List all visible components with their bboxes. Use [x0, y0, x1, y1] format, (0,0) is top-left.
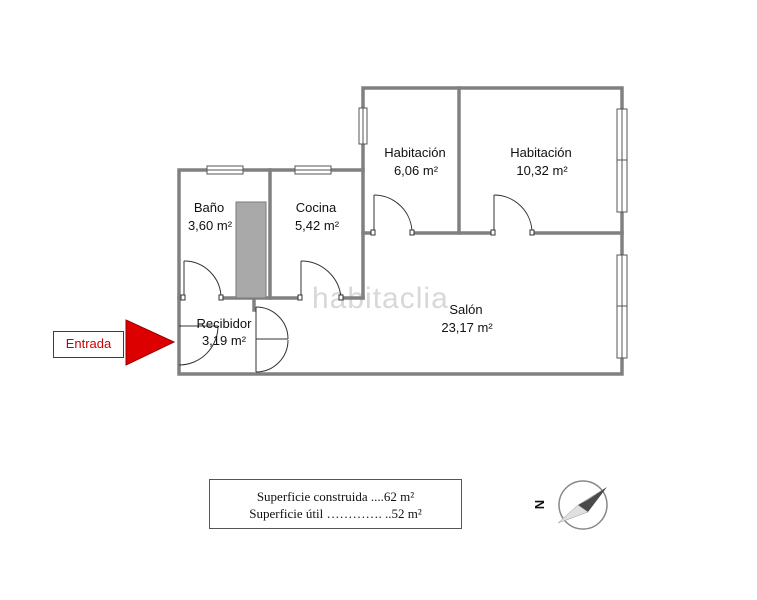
room-name-habitacion-2: Habitación: [510, 145, 571, 160]
room-area-salon: 23,17 m²: [441, 320, 493, 335]
built-surface: Superficie construida ....62 m²: [256, 489, 415, 504]
room-area-habitacion-2: 10,32 m²: [516, 163, 568, 178]
windows: [206, 107, 628, 359]
walls: [177, 86, 624, 376]
room-area-recibidor: 3,19 m²: [202, 333, 247, 348]
room-name-salon: Salón: [449, 302, 482, 317]
shaft: [235, 201, 267, 299]
room-name-recibidor: Recibidor: [197, 316, 253, 331]
compass-north-label: N: [532, 499, 548, 510]
room-area-cocina: 5,42 m²: [295, 218, 340, 233]
room-name-habitacion-1: Habitación: [384, 145, 445, 160]
room-area-habitacion-1: 6,06 m²: [394, 163, 439, 178]
entrance-arrow-icon: [125, 319, 176, 366]
room-area-bano: 3,60 m²: [188, 218, 233, 233]
door-habitacion-2: [490, 194, 535, 236]
room-labels: Baño 3,60 m² Cocina 5,42 m² Habitación 6…: [188, 145, 572, 348]
watermark-text: habitaclia: [312, 282, 449, 315]
door-entrance: [178, 325, 219, 366]
door-bano: [180, 260, 224, 301]
useful-surface: Superficie útil …………. ..52 m²: [249, 506, 422, 521]
door-cocina: [297, 260, 344, 301]
entrance-label: Entrada: [53, 331, 124, 358]
surface-summary: Superficie construida ....62 m² Superfic…: [209, 479, 462, 529]
door-habitacion-1: [370, 194, 415, 236]
room-name-bano: Baño: [194, 200, 224, 215]
door-double-salon: [255, 306, 289, 373]
doors: [178, 194, 535, 373]
compass-icon: [557, 480, 608, 530]
room-name-cocina: Cocina: [296, 200, 337, 215]
